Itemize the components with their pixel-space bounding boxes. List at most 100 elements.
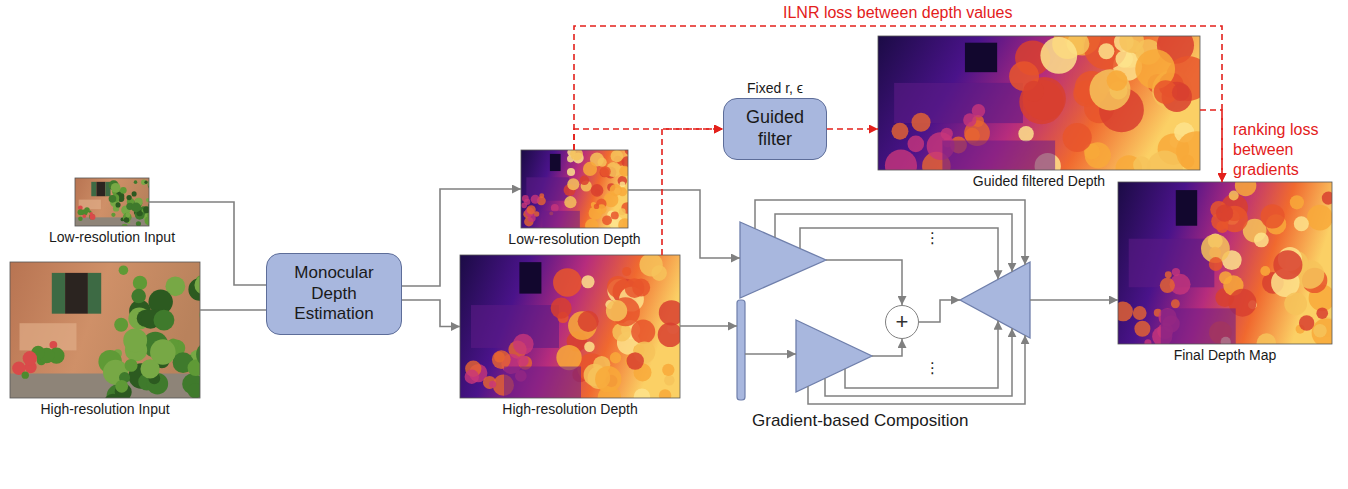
foliage-blob [1063, 123, 1092, 152]
plant-blob [1165, 271, 1172, 278]
composition-wire [1030, 299, 1118, 301]
foliage-blob [622, 267, 631, 276]
foliage-blob [1312, 318, 1332, 344]
foliage-blob [1098, 43, 1114, 59]
depth-window [1176, 190, 1197, 226]
foliage-blob [1299, 315, 1314, 330]
composition-wire [845, 321, 998, 388]
foliage [153, 310, 174, 331]
wall [75, 178, 149, 226]
foliage-blob [639, 255, 662, 276]
image-caption: High-resolution Input [40, 401, 169, 417]
node-text: Guided filter [724, 104, 826, 153]
plant-blob [517, 355, 528, 366]
foliage-blob [611, 212, 619, 220]
composition-wire [825, 328, 1012, 396]
wall [10, 262, 200, 398]
plant-blob [972, 104, 986, 118]
depth-image: High-resolution Depth [460, 255, 680, 398]
depth-ground [460, 255, 680, 398]
depth-window [965, 43, 997, 72]
image-frame [75, 178, 149, 226]
foliage-blob [626, 352, 643, 369]
composition-wire [872, 339, 902, 356]
foliage-blob [1219, 271, 1232, 284]
foliage-blob [1116, 50, 1133, 67]
image-caption: High-resolution Depth [502, 401, 637, 417]
foliage [187, 359, 200, 376]
plant-blob [492, 350, 511, 369]
flower-pot-plant [89, 212, 92, 215]
foliage-blob [1307, 205, 1332, 231]
input-image: High-resolution Input [10, 262, 200, 398]
plant-blob [489, 381, 496, 388]
plant-blob [907, 136, 924, 153]
plant-blob [1171, 299, 1180, 308]
loss-connector [574, 26, 1222, 182]
foliage-blob [591, 184, 604, 197]
foliage-blob [631, 320, 655, 344]
depth-step [542, 211, 579, 228]
foliage [116, 202, 121, 207]
foliage-blob [1216, 205, 1233, 222]
foliage [126, 195, 131, 200]
encoder-triangle [740, 222, 826, 298]
foliage-blob [662, 364, 674, 376]
foliage-blob [1254, 232, 1269, 247]
foliage [126, 213, 131, 218]
foliage-blob [1294, 216, 1309, 231]
depth-map-image [878, 36, 1200, 170]
flow-connector [402, 300, 460, 327]
section-label: Gradient-based Composition [752, 412, 968, 431]
flower-pot-plant [23, 351, 37, 365]
depth-window [550, 154, 561, 171]
foliage-blob [598, 158, 607, 167]
depth-step [1161, 308, 1236, 344]
plant-blob [1133, 306, 1147, 320]
foliage-blob [1284, 292, 1307, 315]
plant-blob [885, 150, 917, 170]
image-caption: Guided filtered Depth [973, 173, 1105, 189]
image-frame [10, 262, 200, 398]
composition-wire [680, 325, 737, 327]
foliage-blob [659, 389, 671, 398]
plant-blob [911, 113, 930, 132]
plant-blob [1118, 302, 1133, 322]
depth-ground [878, 36, 1200, 170]
foliage-blob [1176, 131, 1200, 170]
flower-pot-plant [82, 214, 86, 218]
foliage-blob [585, 219, 598, 228]
foliage [194, 275, 200, 294]
foliage-blob [1089, 69, 1130, 110]
foliage [132, 191, 137, 196]
foliage-blob [580, 175, 590, 185]
foliage-blob [625, 150, 628, 155]
image-frame [1118, 182, 1332, 344]
foliage-blob [581, 275, 594, 288]
foliage [131, 289, 146, 304]
depth-ground [1118, 182, 1332, 344]
foliage-blob [1313, 324, 1327, 338]
depth-window [519, 262, 541, 293]
depth-map-image [1118, 182, 1332, 344]
loss-label: ILNR loss between depth values [780, 3, 1015, 23]
node-heading: Fixed r, ϵ [747, 80, 803, 96]
foliage [123, 328, 147, 352]
foliage [111, 183, 121, 193]
node-text: + [896, 311, 909, 333]
foliage [124, 217, 129, 222]
foliage-blob [618, 218, 628, 228]
foliage [136, 221, 141, 226]
foliage [125, 359, 138, 372]
left-shutter [52, 273, 65, 314]
foliage-blob [595, 366, 621, 392]
image-frame [460, 255, 680, 398]
ellipsis-mark: ⋮ [925, 230, 940, 247]
plant-blob [1134, 321, 1150, 337]
foliage-blob [553, 268, 582, 297]
foliage [145, 216, 149, 225]
composition-wire [755, 200, 1025, 265]
foliage-blob [1273, 250, 1302, 279]
foliage-blob [567, 178, 579, 190]
foliage-blob [1260, 266, 1270, 276]
